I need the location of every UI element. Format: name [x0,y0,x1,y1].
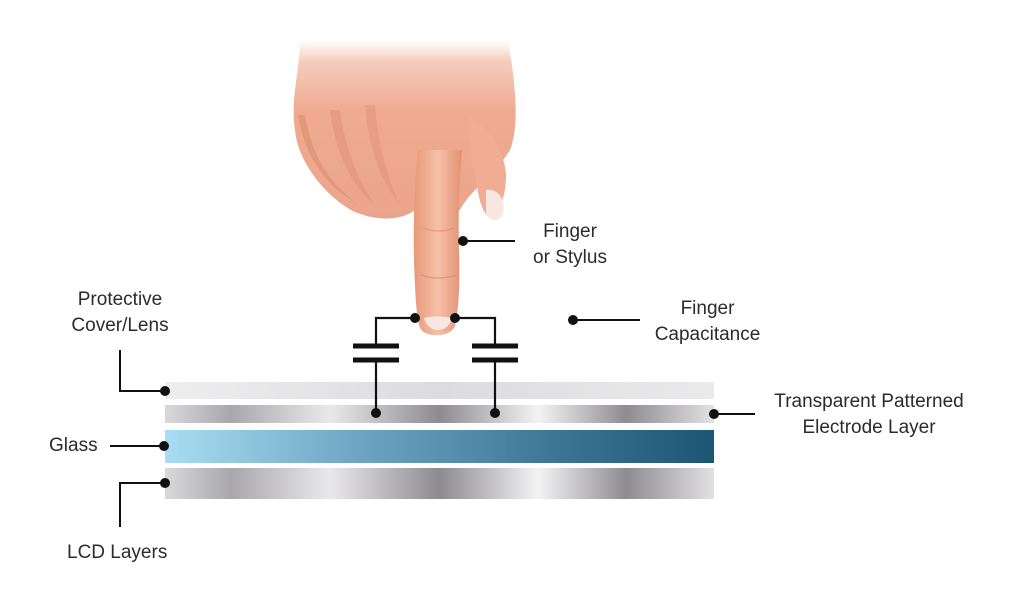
label-electrode-layer-line1: Transparent Patterned [774,391,964,412]
lcd-layer [165,468,714,499]
label-protective-cover-line1: Protective [77,289,163,310]
hand-pointing-icon [293,40,516,336]
label-finger-capacitance-line2: Capacitance [654,324,761,345]
connection-dots [371,313,500,418]
label-finger-capacitance-line1: Finger [680,298,735,319]
label-finger-capacitance: Finger Capacitance [645,296,770,348]
label-finger-or-stylus-line2: or Stylus [533,247,607,268]
label-protective-cover: Protective Cover/Lens [55,287,185,339]
leader-lines [110,240,755,527]
label-lcd-layers: LCD Layers [67,540,167,566]
label-glass: Glass [49,433,98,459]
label-electrode-layer: Transparent Patterned Electrode Layer [758,389,980,441]
label-finger-or-stylus-line1: Finger [543,221,597,242]
electrode-layer [165,405,714,423]
label-glass-text: Glass [49,435,98,456]
label-finger-or-stylus: Finger or Stylus [520,219,620,271]
label-protective-cover-line2: Cover/Lens [71,315,169,336]
label-electrode-layer-line2: Electrode Layer [802,417,936,438]
leader-dots [159,236,719,488]
glass-layer [165,430,714,463]
capacitor-icon [353,316,518,413]
protective-cover-layer [165,382,714,399]
label-lcd-layers-text: LCD Layers [67,542,168,563]
